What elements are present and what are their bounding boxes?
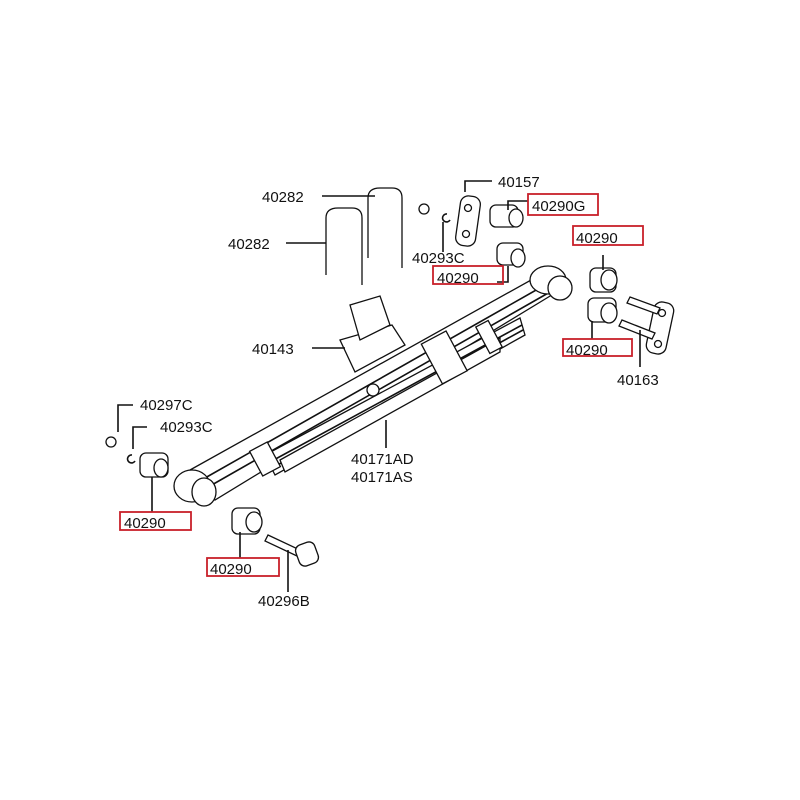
label-bolt: 40296B <box>258 593 310 610</box>
hardware <box>105 195 675 567</box>
label-snap-ring-top: 40293C <box>412 250 465 267</box>
label-spring-as: 40171AS <box>351 469 413 486</box>
label-snap-ring-left: 40293C <box>160 419 213 436</box>
bushings <box>139 204 618 535</box>
label-bushing-right-bottom: 40290 <box>566 342 608 359</box>
u-bolts <box>325 187 403 285</box>
label-shackle-right: 40163 <box>617 372 659 389</box>
label-u-bolt-a: 40282 <box>262 189 304 206</box>
label-bushing-bottom: 40290 <box>210 561 252 578</box>
label-bushing-left: 40290 <box>124 515 166 532</box>
label-bump-stop-seat: 40143 <box>252 341 294 358</box>
leaf-spring <box>173 265 573 507</box>
label-spring-ad: 40171AD <box>351 451 414 468</box>
label-shackle-plate: 40157 <box>498 174 540 191</box>
label-nut-left: 40297C <box>140 397 193 414</box>
label-bushing-right-top: 40290 <box>576 230 618 247</box>
label-bushing-g: 40290G <box>532 198 585 215</box>
highlight-boxes <box>119 193 644 577</box>
leader-lines <box>117 180 641 592</box>
label-u-bolt-b: 40282 <box>228 236 270 253</box>
bump-stop-seat <box>339 295 406 373</box>
label-bushing-top-mid: 40290 <box>437 270 479 287</box>
